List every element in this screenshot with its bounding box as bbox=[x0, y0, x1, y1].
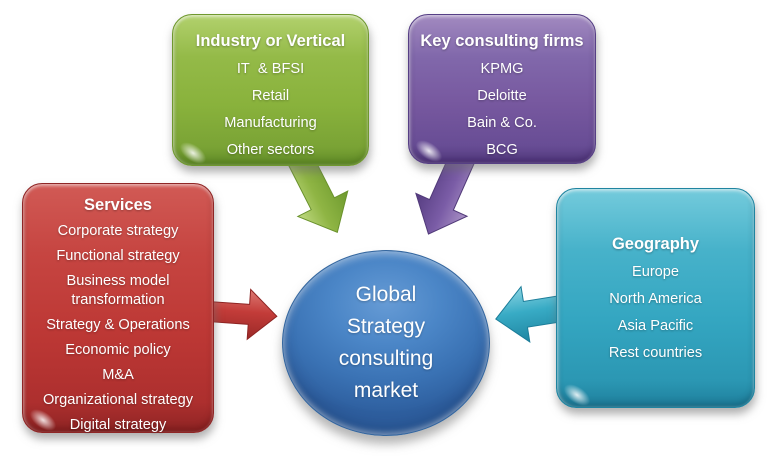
list-item: Other sectors bbox=[226, 142, 315, 158]
list-item: Retail bbox=[251, 88, 290, 104]
box-services: Services Corporate strategy Functional s… bbox=[22, 183, 214, 433]
list-item: IT & BFSI bbox=[236, 61, 305, 77]
list-item: Digital strategy bbox=[69, 417, 167, 433]
list-item: Organizational strategy bbox=[42, 392, 194, 408]
box-industry-or-vertical: Industry or Vertical IT & BFSI Retail Ma… bbox=[172, 14, 369, 166]
box-industry-title: Industry or Vertical bbox=[195, 32, 346, 50]
list-item: Deloitte bbox=[477, 88, 527, 104]
list-item: KPMG bbox=[480, 61, 524, 77]
list-item: Bain & Co. bbox=[467, 115, 537, 131]
list-item: Rest countries bbox=[608, 345, 703, 361]
center-node-global-strategy-consulting-market: Global Strategy consulting market bbox=[282, 250, 490, 436]
list-item: M&A bbox=[102, 367, 134, 383]
list-item: Functional strategy bbox=[56, 248, 180, 264]
box-geography-title: Geography bbox=[611, 235, 700, 253]
box-services-title: Services bbox=[84, 196, 152, 214]
box-firms-title: Key consulting firms bbox=[420, 32, 584, 50]
box-key-consulting-firms: Key consulting firms KPMG Deloitte Bain … bbox=[408, 14, 596, 164]
arrow-services-to-center-icon bbox=[209, 288, 278, 341]
box-geography: Geography Europe North America Asia Paci… bbox=[556, 188, 755, 408]
list-item: Business model transformation bbox=[66, 273, 170, 308]
list-item: Strategy & Operations bbox=[46, 317, 190, 333]
list-item: Corporate strategy bbox=[57, 223, 179, 239]
list-item: Manufacturing bbox=[224, 115, 317, 131]
list-item: North America bbox=[609, 291, 702, 307]
list-item: Asia Pacific bbox=[617, 318, 694, 334]
center-node-label: Global Strategy consulting market bbox=[338, 283, 434, 402]
list-item: Economic policy bbox=[65, 342, 171, 358]
list-item: BCG bbox=[486, 142, 518, 158]
list-item: Europe bbox=[631, 264, 680, 280]
